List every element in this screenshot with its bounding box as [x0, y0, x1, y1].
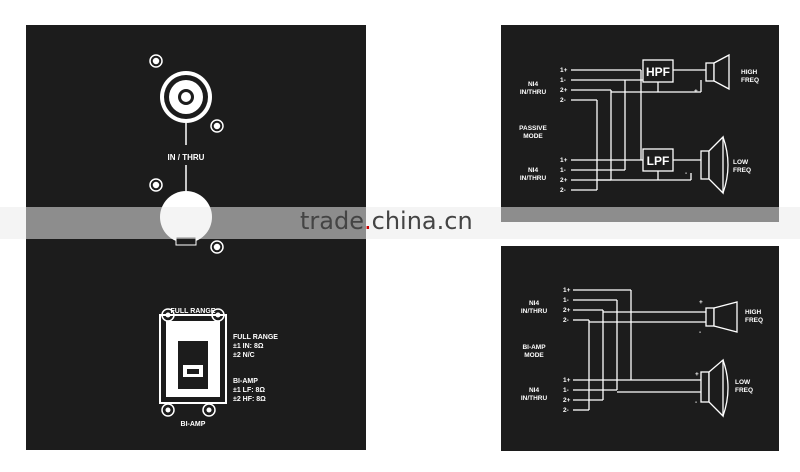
low-freq-label: FREQ — [733, 167, 751, 174]
pin-label: 1+ — [563, 287, 571, 294]
low-freq-label: FREQ — [735, 387, 753, 394]
polarity-minus: - — [685, 170, 687, 177]
full-range-title: FULL RANGE — [233, 334, 278, 341]
full-range-top-label: FULL RANGE — [171, 308, 216, 315]
passive-wiring-graphic: 1+ 1- 2+ 2- 1+ 1- 2+ 2- NI4 IN/THRU PASS… — [519, 53, 759, 195]
pin-label: 2- — [560, 97, 566, 104]
high-freq-label: FREQ — [745, 317, 763, 324]
input-top-label: IN/THRU — [521, 308, 548, 315]
speakon-connector-top — [160, 71, 212, 123]
screw-icon — [210, 119, 224, 133]
input-bottom-label: NI4 — [528, 167, 539, 174]
input-bottom-label: IN/THRU — [520, 175, 547, 182]
rear-panel-graphic: IN / THRU FULL RANGE BI-AMP FULL RANGE ±… — [149, 54, 278, 428]
bi-amp-line2: ±2 HF: 8Ω — [233, 396, 266, 403]
pin-label: 1- — [560, 167, 566, 174]
pin-label: 2- — [563, 317, 569, 324]
polarity-plus: + — [699, 299, 703, 306]
screw-icon — [149, 178, 163, 192]
input-top-label: IN/THRU — [520, 89, 547, 96]
bi-amp-line1: ±1 LF: 8Ω — [233, 387, 265, 394]
pin-label: 1- — [563, 297, 569, 304]
polarity-minus: - — [695, 399, 697, 406]
input-top-label: NI4 — [528, 81, 539, 88]
pin-label: 1+ — [563, 377, 571, 384]
mode-label: MODE — [524, 352, 544, 359]
polarity-plus: + — [694, 88, 698, 95]
pin-label: 2+ — [560, 177, 568, 184]
watermark: trade.china.cn — [300, 207, 473, 235]
full-range-line2: ±2 N/C — [233, 352, 255, 359]
watermark-band — [0, 207, 800, 239]
watermark-dot: . — [363, 207, 372, 235]
mode-label: PASSIVE — [519, 125, 547, 132]
low-freq-label: LOW — [733, 159, 749, 166]
low-freq-label: LOW — [735, 379, 751, 386]
pin-label: 1- — [560, 77, 566, 84]
bi-amp-mode-diagram: 1+ 1- 2+ 2- 1+ 1- 2+ 2- NI4 IN/THRU BI-A… — [501, 246, 779, 451]
polarity-plus: + — [695, 371, 699, 378]
input-bottom-label: NI4 — [529, 387, 540, 394]
input-bottom-label: IN/THRU — [521, 395, 548, 402]
full-range-line1: ±1 IN: 8Ω — [233, 343, 264, 350]
mode-switch — [159, 308, 227, 417]
lpf-label: LPF — [647, 154, 670, 168]
high-freq-label: HIGH — [745, 309, 762, 316]
polarity-minus: - — [699, 329, 701, 336]
in-thru-label: IN / THRU — [168, 153, 205, 162]
pin-label: 2+ — [563, 397, 571, 404]
pin-label: 2+ — [563, 307, 571, 314]
pin-label: 2- — [563, 407, 569, 414]
pin-label: 1- — [563, 387, 569, 394]
bi-amp-wiring-graphic: 1+ 1- 2+ 2- 1+ 1- 2+ 2- NI4 IN/THRU BI-A… — [521, 287, 763, 418]
high-freq-label: FREQ — [741, 77, 759, 84]
screw-icon — [210, 240, 224, 254]
pin-label: 2- — [560, 187, 566, 194]
input-top-label: NI4 — [529, 300, 540, 307]
watermark-part1: trade — [300, 207, 364, 235]
pin-label: 1+ — [560, 157, 568, 164]
pin-label: 2+ — [560, 87, 568, 94]
high-freq-label: HIGH — [741, 69, 758, 76]
watermark-part2: china.cn — [371, 207, 473, 235]
bi-amp-bottom-label: BI-AMP — [181, 421, 206, 428]
passive-mode-diagram: 1+ 1- 2+ 2- 1+ 1- 2+ 2- NI4 IN/THRU PASS… — [501, 25, 779, 222]
screw-icon — [149, 54, 163, 68]
mode-label: BI-AMP — [522, 344, 546, 351]
hpf-label: HPF — [646, 65, 670, 79]
mode-label: MODE — [523, 133, 543, 140]
bi-amp-title: BI-AMP — [233, 378, 258, 385]
pin-label: 1+ — [560, 67, 568, 74]
